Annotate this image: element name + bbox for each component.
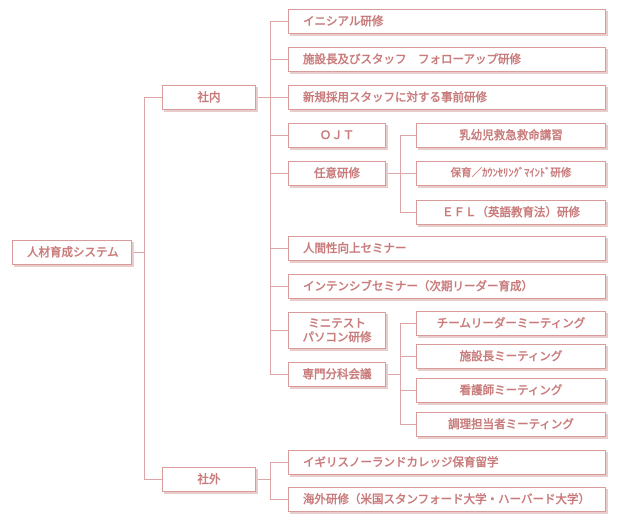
connector-root-out	[131, 252, 145, 253]
connector-specialty-3	[400, 390, 416, 391]
specialty-item-team-leader: チームリーダーミーティング	[416, 311, 606, 336]
specialty-item-cook: 調理担当者ミーティング	[416, 412, 606, 437]
pretraining: 新規採用スタッフに対する事前研修	[288, 85, 606, 110]
group-internal: 社内	[162, 85, 256, 110]
intensive-seminar: インテンシブセミナー（次期リーダー育成）	[288, 274, 606, 299]
mini-test-line2: パソコン研修	[302, 329, 372, 344]
optional-item-counseling: 保育／ｶｳﾝｾﾘﾝｸﾞﾏｲﾝﾄﾞ研修	[416, 161, 606, 186]
connector-specialty-trunk	[400, 323, 401, 425]
connector-optional-trunk	[400, 135, 401, 213]
connector-to-internal	[144, 97, 162, 98]
connector-human-seminar	[270, 248, 288, 249]
connector-optional-2	[400, 173, 416, 174]
ojt-node: ＯＪＴ	[288, 123, 386, 148]
specialty-item-director: 施設長ミーティング	[416, 344, 606, 369]
followup-training: 施設長及びスタッフ フォローアップ研修	[288, 47, 606, 72]
connector-external-1	[270, 462, 288, 463]
specialty-item-nurse: 看護師ミーティング	[416, 378, 606, 403]
group-external: 社外	[162, 467, 256, 492]
connector-optional	[270, 173, 288, 174]
mini-test-line1: ミニテスト	[308, 315, 366, 330]
connector-specialty	[270, 374, 288, 375]
connector-intensive	[270, 286, 288, 287]
connector-optional-3	[400, 212, 416, 213]
optional-item-efl: ＥＦＬ（英語教育法）研修	[416, 200, 606, 225]
connector-specialty-out	[386, 374, 401, 375]
connector-initial	[270, 21, 288, 22]
optional-item-first-aid: 乳幼児救急救命講習	[416, 123, 606, 148]
connector-specialty-2	[400, 356, 416, 357]
connector-ojt	[270, 135, 288, 136]
connector-optional-out	[386, 173, 401, 174]
external-item-norland: イギリスノーランドカレッジ保育留学	[288, 450, 606, 475]
connector-minitest	[270, 330, 288, 331]
connector-specialty-4	[400, 424, 416, 425]
connector-external-trunk	[270, 462, 271, 500]
connector-external-2	[270, 499, 288, 500]
connector-root-trunk	[144, 97, 145, 479]
specialty-meeting: 専門分科会議	[288, 362, 386, 387]
connector-to-external	[144, 479, 162, 480]
connector-followup	[270, 59, 288, 60]
connector-internal-out	[255, 97, 271, 98]
initial-training: イニシアル研修	[288, 9, 606, 34]
connector-pretraining	[270, 97, 288, 98]
connector-specialty-1	[400, 323, 416, 324]
connector-external-out	[255, 479, 271, 480]
connector-internal-trunk	[270, 21, 271, 375]
connector-optional-1	[400, 135, 416, 136]
human-seminar: 人間性向上セミナー	[288, 236, 606, 261]
optional-training: 任意研修	[288, 161, 386, 186]
root-node: 人材育成システム	[12, 240, 132, 265]
mini-test-node: ミニテスト パソコン研修	[288, 312, 386, 349]
external-item-overseas: 海外研修（米国スタンフォード大学・ハーバード大学）	[288, 487, 606, 512]
